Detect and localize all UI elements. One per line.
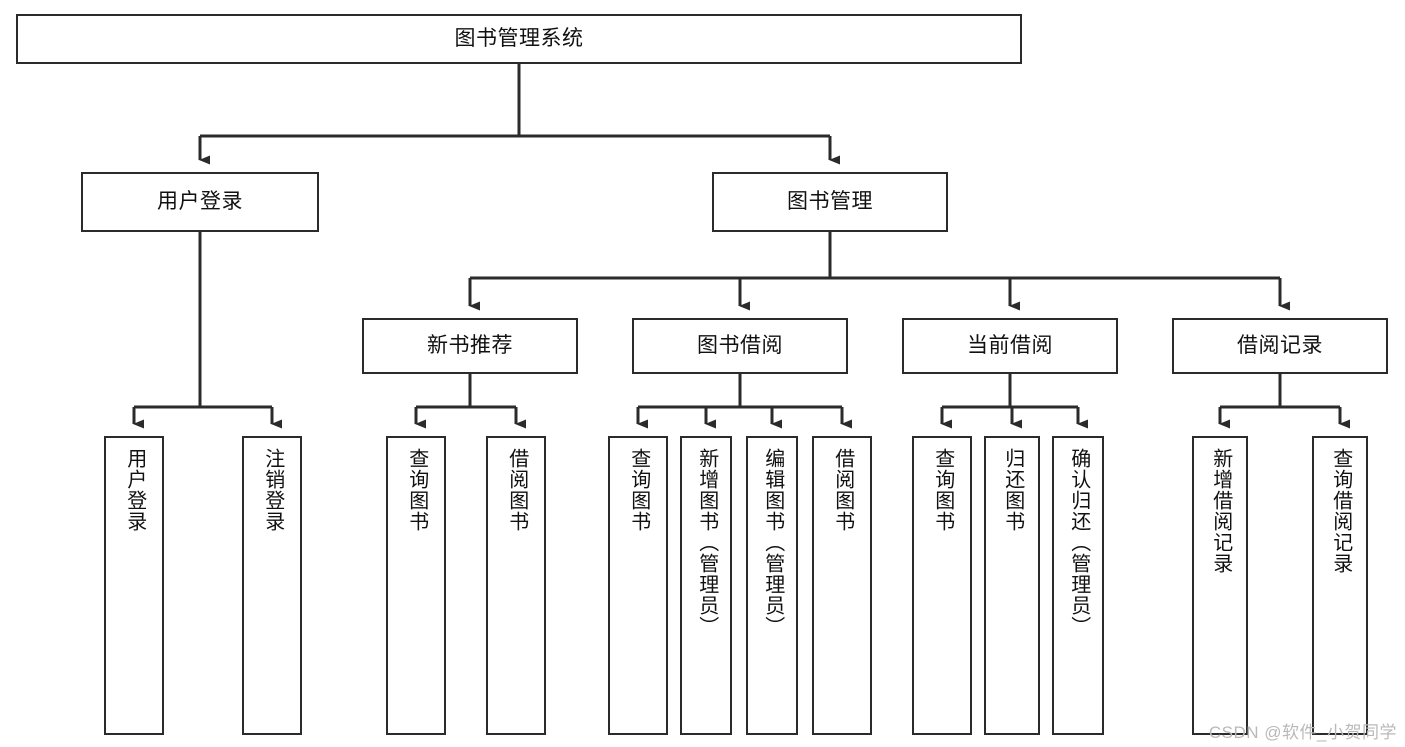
node-leaf-cb-confirm[interactable]: 确认归还（管理员） <box>1052 436 1104 735</box>
node-current-borrow[interactable]: 当前借阅 <box>902 318 1118 374</box>
node-label: 确认归还（管理员） <box>1067 448 1090 637</box>
node-leaf-rec-query[interactable]: 查询图书 <box>386 436 446 735</box>
node-label: 用户登录 <box>157 190 243 214</box>
node-leaf-cb-return[interactable]: 归还图书 <box>984 436 1040 735</box>
node-label: 查询图书 <box>405 448 428 532</box>
node-leaf-rec-borrow[interactable]: 借阅图书 <box>486 436 546 735</box>
node-label: 查询图书 <box>627 448 650 532</box>
node-borrow-record[interactable]: 借阅记录 <box>1172 318 1388 374</box>
node-label: 新书推荐 <box>427 334 513 358</box>
node-label: 借阅记录 <box>1237 334 1323 358</box>
csdn-watermark: CSDN @软件_小贺同学 <box>1208 723 1397 742</box>
node-label: 图书管理系统 <box>454 27 584 51</box>
node-leaf-bb-add[interactable]: 新增图书（管理员） <box>680 436 732 735</box>
node-label: 归还图书 <box>1001 448 1024 532</box>
node-leaf-br-add[interactable]: 新增借阅记录 <box>1192 436 1248 735</box>
node-root[interactable]: 图书管理系统 <box>16 14 1022 64</box>
node-label: 用户登录 <box>123 448 146 532</box>
node-leaf-bb-borrow[interactable]: 借阅图书 <box>812 436 872 735</box>
node-label: 查询借阅记录 <box>1329 448 1352 574</box>
node-leaf-cb-query[interactable]: 查询图书 <box>912 436 972 735</box>
node-new-book-rec[interactable]: 新书推荐 <box>362 318 578 374</box>
node-leaf-logout[interactable]: 注销登录 <box>242 436 302 735</box>
node-label: 编辑图书（管理员） <box>761 448 784 637</box>
node-label: 新增借阅记录 <box>1209 448 1232 574</box>
node-label: 注销登录 <box>261 448 284 532</box>
node-label: 当前借阅 <box>967 334 1053 358</box>
node-label: 查询图书 <box>931 448 954 532</box>
node-book-borrow[interactable]: 图书借阅 <box>632 318 848 374</box>
node-label: 借阅图书 <box>831 448 854 532</box>
node-label: 图书借阅 <box>697 334 783 358</box>
node-book-manage[interactable]: 图书管理 <box>712 172 948 232</box>
node-user-login[interactable]: 用户登录 <box>81 172 319 232</box>
node-label: 图书管理 <box>787 190 873 214</box>
node-label: 新增图书（管理员） <box>695 448 718 637</box>
node-leaf-bb-edit[interactable]: 编辑图书（管理员） <box>746 436 798 735</box>
node-leaf-user-login[interactable]: 用户登录 <box>104 436 164 735</box>
node-leaf-bb-query[interactable]: 查询图书 <box>608 436 668 735</box>
node-leaf-br-query[interactable]: 查询借阅记录 <box>1312 436 1368 735</box>
node-label: 借阅图书 <box>505 448 528 532</box>
